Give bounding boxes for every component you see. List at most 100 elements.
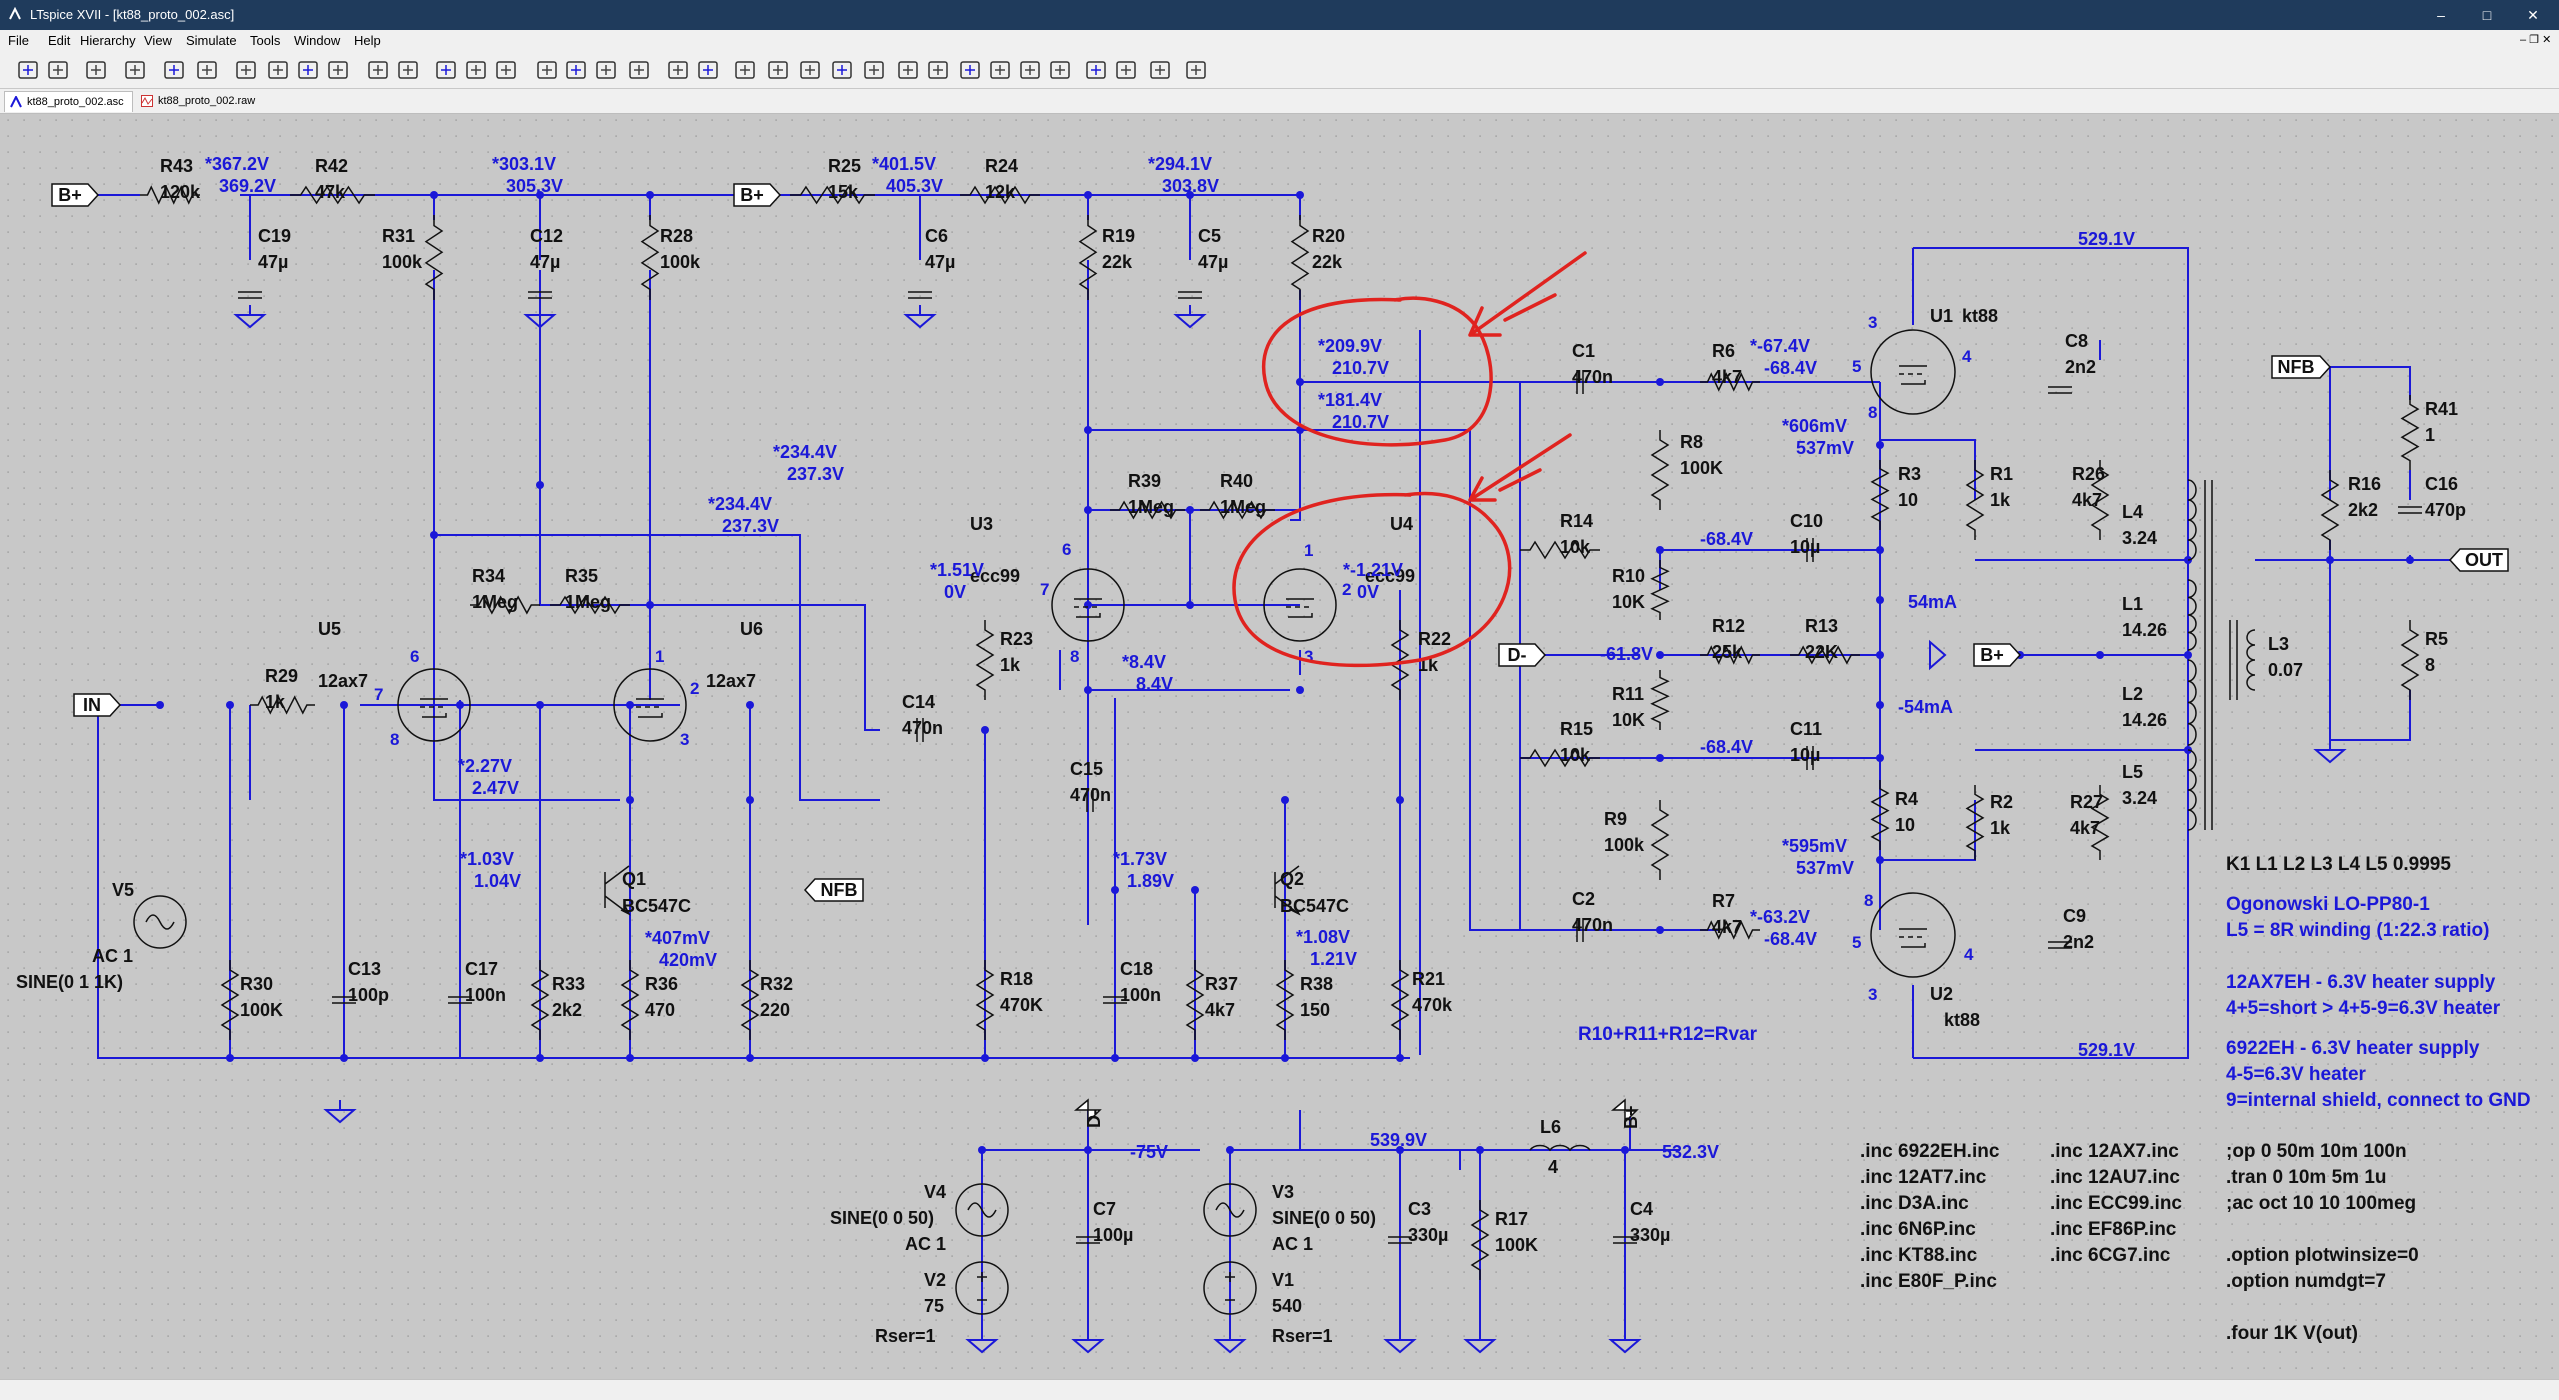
close-button[interactable]: ✕ bbox=[2527, 7, 2539, 23]
mirror-icon[interactable] bbox=[1114, 58, 1138, 82]
tab-waveform[interactable]: kt88_proto_002.raw bbox=[136, 91, 263, 111]
node-voltage-s1: *606mV bbox=[1782, 416, 1847, 436]
schematic-drawing[interactable]: B+B+INNFBNFBD-B+OUTD-B+R31100kR28100kR19… bbox=[0, 114, 2559, 1379]
tube-pin-number: 1 bbox=[1304, 541, 1313, 560]
redo-icon[interactable] bbox=[1048, 58, 1072, 82]
menu-window[interactable]: Window bbox=[294, 33, 341, 48]
component-name-c3: C3 bbox=[1408, 1199, 1431, 1219]
source-value-v2: Rser=1 bbox=[875, 1326, 936, 1346]
spice-directive-icon[interactable] bbox=[1184, 58, 1208, 82]
component-name-c7: C7 bbox=[1093, 1199, 1116, 1219]
menu-simulate[interactable]: Simulate bbox=[186, 33, 237, 48]
draw-wire-icon[interactable] bbox=[696, 58, 720, 82]
comment-transformer-ratio: L5 = 8R winding (1:22.3 ratio) bbox=[2226, 920, 2489, 941]
drag-icon[interactable] bbox=[988, 58, 1012, 82]
menu-file[interactable]: File bbox=[8, 33, 29, 48]
control-panel-icon[interactable] bbox=[123, 58, 147, 82]
component-value-r31: 100k bbox=[382, 252, 423, 272]
tile-horizontal-icon[interactable] bbox=[434, 58, 458, 82]
junction-dot bbox=[536, 1054, 544, 1062]
undo-icon[interactable] bbox=[1018, 58, 1042, 82]
junction-dot bbox=[1876, 546, 1884, 554]
source-symbol bbox=[955, 1183, 1009, 1237]
resistor-symbol bbox=[960, 185, 1040, 205]
tube-type-u1: kt88 bbox=[1962, 306, 1998, 326]
toolbar bbox=[0, 52, 2559, 89]
find-icon[interactable] bbox=[594, 58, 618, 82]
resistor-symbol bbox=[1185, 960, 1205, 1040]
label-net-icon[interactable] bbox=[766, 58, 790, 82]
paste-icon[interactable] bbox=[564, 58, 588, 82]
node-voltage-r43: 369.2V bbox=[219, 176, 276, 196]
cut-icon[interactable] bbox=[494, 58, 518, 82]
junction-dot bbox=[536, 701, 544, 709]
zoom-fit-icon[interactable] bbox=[326, 58, 350, 82]
rotate-icon[interactable] bbox=[1084, 58, 1108, 82]
component-name-r29: R29 bbox=[265, 666, 298, 686]
component-name-r24: R24 bbox=[985, 156, 1018, 176]
component-value-r34: 1Meg bbox=[472, 592, 518, 612]
mdi-controls[interactable]: ‒ ❐ ✕ bbox=[2520, 34, 2552, 46]
text-icon[interactable] bbox=[1148, 58, 1172, 82]
new-schematic-icon[interactable] bbox=[16, 58, 40, 82]
wire bbox=[433, 270, 620, 801]
component-value-c5: 47µ bbox=[1198, 252, 1228, 272]
resistor-symbol bbox=[140, 185, 200, 205]
tile-vertical-icon[interactable] bbox=[464, 58, 488, 82]
component-value-r30: 100K bbox=[240, 1000, 283, 1020]
diode-icon[interactable] bbox=[896, 58, 920, 82]
junction-dot bbox=[1296, 378, 1304, 386]
menu-edit[interactable]: Edit bbox=[48, 33, 71, 48]
ground-symbol bbox=[2313, 740, 2347, 764]
junction-dot bbox=[2406, 556, 2414, 564]
component-value-r41: 1 bbox=[2425, 425, 2435, 445]
cascade-icon[interactable] bbox=[396, 58, 420, 82]
autorange-icon[interactable] bbox=[366, 58, 390, 82]
zoom-in-icon[interactable] bbox=[234, 58, 258, 82]
component-icon[interactable] bbox=[926, 58, 950, 82]
tube-pin-number: 7 bbox=[1040, 580, 1049, 599]
junction-dot bbox=[978, 1146, 986, 1154]
tube-pin-number: 8 bbox=[1868, 403, 1877, 422]
window-title: LTspice XVII - [kt88_proto_002.asc] bbox=[30, 7, 235, 22]
menu-view[interactable]: View bbox=[144, 33, 172, 48]
node-voltage-g2: *-63.2V bbox=[1750, 907, 1810, 927]
copy-icon[interactable] bbox=[535, 58, 559, 82]
node-voltage-s2: 537mV bbox=[1796, 858, 1854, 878]
print-icon[interactable] bbox=[666, 58, 690, 82]
maximize-button[interactable]: □ bbox=[2482, 7, 2492, 23]
halt-icon[interactable] bbox=[195, 58, 219, 82]
tab-label: kt88_proto_002.asc bbox=[27, 96, 124, 108]
save-icon[interactable] bbox=[84, 58, 108, 82]
zoom-out-icon[interactable] bbox=[296, 58, 320, 82]
directive-include: .inc 12AU7.inc bbox=[2050, 1167, 2180, 1188]
sine-symbol bbox=[1215, 1202, 1245, 1218]
menu-help[interactable]: Help bbox=[354, 33, 381, 48]
component-value-r26: 4k7 bbox=[2072, 490, 2102, 510]
port-bplus-2: B+ bbox=[733, 183, 782, 207]
run-icon[interactable] bbox=[162, 58, 186, 82]
junction-dot bbox=[1296, 686, 1304, 694]
junction-dot bbox=[1876, 701, 1884, 709]
minimize-button[interactable]: – bbox=[2437, 7, 2445, 23]
ground-icon[interactable] bbox=[733, 58, 757, 82]
menu-hierarchy[interactable]: Hierarchy bbox=[80, 33, 136, 48]
inductor-icon[interactable] bbox=[862, 58, 886, 82]
component-value-r2: 1k bbox=[1990, 818, 2011, 838]
resistor-symbol bbox=[975, 620, 995, 700]
tab-schematic[interactable]: kt88_proto_002.asc bbox=[4, 91, 133, 112]
zoom-pan-icon[interactable] bbox=[266, 58, 290, 82]
node-voltage-u6b: 237.3V bbox=[722, 516, 779, 536]
menu-tools[interactable]: Tools bbox=[250, 33, 281, 48]
open-icon[interactable] bbox=[46, 58, 70, 82]
port-shape bbox=[1973, 643, 2022, 667]
capacitor-icon[interactable] bbox=[830, 58, 854, 82]
component-name-c10: C10 bbox=[1790, 511, 1823, 531]
component-value-r27: 4k7 bbox=[2070, 818, 2100, 838]
resistor-icon[interactable] bbox=[798, 58, 822, 82]
move-icon[interactable] bbox=[958, 58, 982, 82]
component-value-l6: 4 bbox=[1548, 1157, 1558, 1177]
print-setup-icon[interactable] bbox=[627, 58, 651, 82]
source-name-v1: V1 bbox=[1272, 1270, 1294, 1290]
